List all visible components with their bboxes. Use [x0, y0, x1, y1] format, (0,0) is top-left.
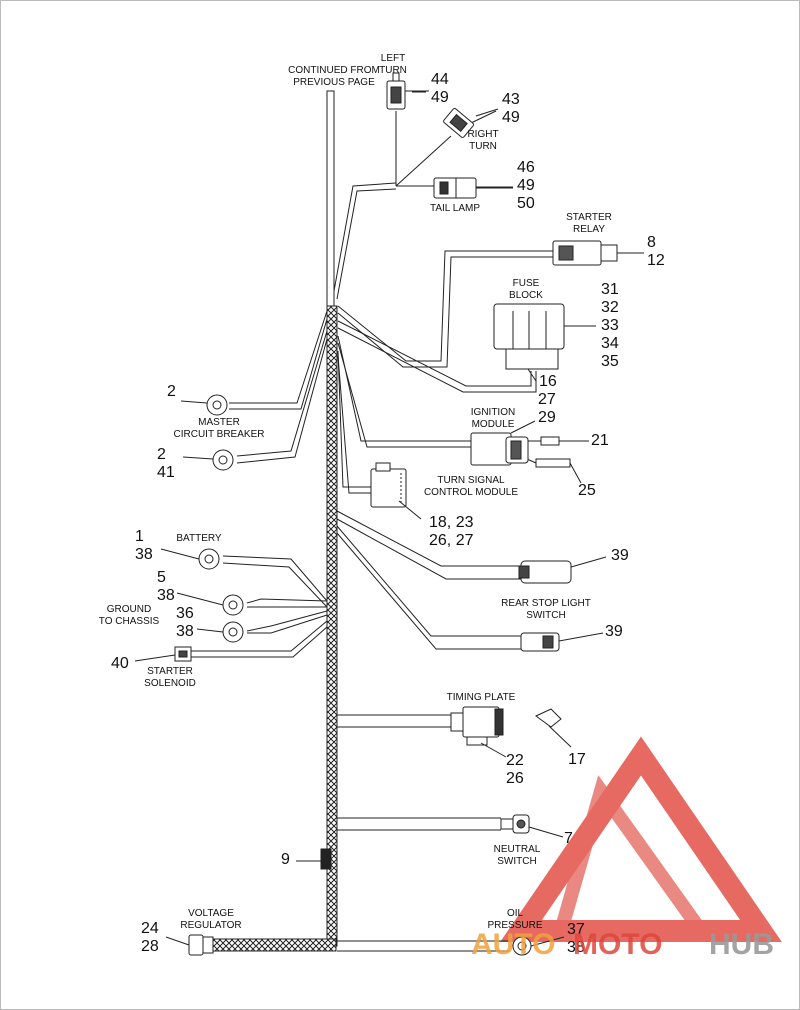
master-breaker-label: MASTER CIRCUIT BREAKER [173, 417, 265, 440]
turn-signal-module [370, 462, 407, 508]
callout-stop-2: 39 [605, 623, 623, 640]
callout-fuse-block: 31 32 33 34 35 [601, 281, 619, 370]
right-turn-connector [443, 108, 474, 138]
leader-lines [134, 90, 644, 947]
left-turn-connector [386, 72, 406, 110]
callout-timing: 22 26 [506, 752, 524, 787]
callout-breaker-2-41: 2 41 [157, 446, 175, 481]
ground-label: GROUND TO CHASSIS [98, 604, 160, 627]
callout-tail-lamp: 46 49 50 [517, 159, 535, 212]
neutral-switch [500, 814, 530, 834]
callout-connector-9: 9 [281, 851, 290, 868]
callout-oil: 37 38 [567, 921, 585, 956]
left-turn-label: LEFT TURN [379, 53, 407, 76]
tail-lamp-connector [433, 177, 477, 199]
timing-plate-label: TIMING PLATE [446, 692, 516, 703]
voltage-regulator [188, 934, 214, 956]
voltage-regulator-label: VOLTAGE REGULATOR [180, 908, 242, 931]
rear-stop-switches [518, 560, 572, 652]
oil-pressure-label: OIL PRESSURE [487, 908, 543, 931]
watermark-hub: HUB [709, 928, 774, 961]
ignition-module [470, 432, 571, 468]
left-branches [191, 310, 328, 658]
starter-relay-label: STARTER RELAY [566, 212, 612, 235]
callout-ignition: 27 29 [538, 391, 556, 426]
callout-timing-17: 17 [568, 751, 586, 768]
callout-left-turn: 44 49 [431, 71, 449, 106]
callout-ground-2: 36 38 [176, 605, 194, 640]
main-harness [200, 90, 338, 952]
tail-lamp-label: TAIL LAMP [429, 203, 480, 214]
callout-neutral: 7 [564, 830, 573, 847]
rear-stop-label: REAR STOP LIGHT SWITCH [501, 598, 591, 621]
callout-ignition-25: 25 [578, 482, 596, 499]
timing-plate [450, 706, 562, 746]
callout-stop-1: 39 [611, 547, 629, 564]
fuse-block-label: FUSE BLOCK [509, 278, 543, 301]
callout-battery: 1 38 [135, 528, 153, 563]
master-breaker-terminals [206, 394, 234, 471]
starter-relay [552, 240, 626, 266]
neutral-switch-label: NEUTRAL SWITCH [493, 844, 541, 867]
callout-fuse-16: 16 [539, 373, 557, 390]
rear-lighting-branch [333, 91, 513, 300]
callout-turn-module: 18, 23 26, 27 [429, 514, 474, 549]
callout-starter-relay: 8 12 [647, 234, 665, 269]
callout-ground-1: 5 38 [157, 569, 175, 604]
starter-solenoid-label: STARTER SOLENOID [144, 666, 196, 689]
battery-label: BATTERY [176, 533, 222, 544]
continued-label: CONTINUED FROM PREVIOUS PAGE [288, 65, 380, 88]
callout-solenoid: 40 [111, 655, 129, 672]
fuse-block [493, 303, 591, 370]
turn-signal-module-label: TURN SIGNAL CONTROL MODULE [423, 475, 519, 498]
callout-right-turn: 43 49 [502, 91, 520, 126]
callout-breaker-2: 2 [167, 383, 176, 400]
connector-9 [320, 848, 332, 870]
watermark-moto: MOTO [573, 928, 663, 961]
callout-regulator: 24 28 [141, 920, 159, 955]
right-branches [336, 250, 553, 952]
watermark-logo [500, 736, 782, 942]
right-turn-label: RIGHT TURN [467, 129, 499, 152]
watermark-auto: AUTO [471, 928, 556, 961]
callout-ignition-21: 21 [591, 432, 609, 449]
ignition-module-label: IGNITION MODULE [470, 407, 516, 430]
